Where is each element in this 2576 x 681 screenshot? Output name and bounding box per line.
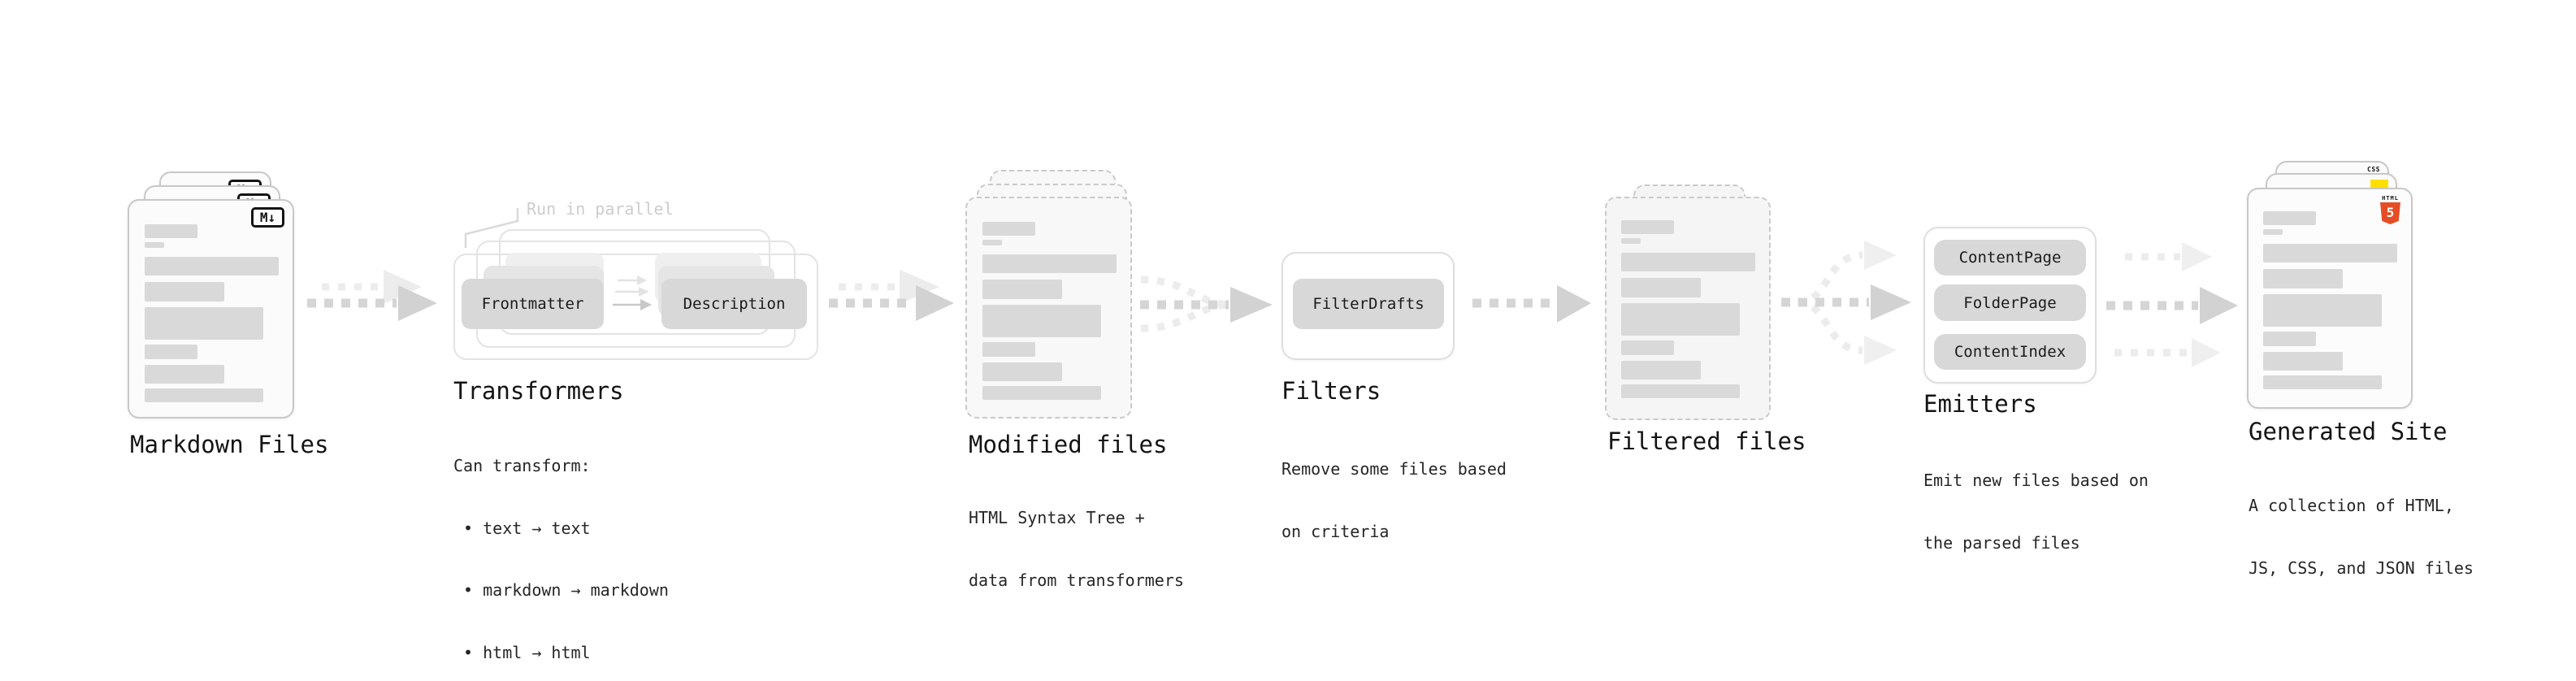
desc-line: • markdown → markdown [453, 580, 669, 600]
skeleton-text-lines [145, 224, 279, 402]
emitter-box-folderpage: FolderPage [1934, 284, 2086, 321]
desc-line: • html → html [453, 642, 591, 662]
node-title-modified-files: Modified files [969, 431, 1168, 458]
desc-line: Can transform: [453, 456, 591, 475]
node-desc-filters: Remove some files based on criteria [1281, 418, 1507, 583]
markdown-icon: M↓ [251, 207, 284, 228]
node-desc-generated-site: A collection of HTML, JS, CSS, and JSON … [2249, 454, 2474, 620]
arrow-transformers-to-modified [829, 270, 954, 321]
node-desc-emitters: Emit new files based on the parsed files [1923, 429, 2149, 595]
skeleton-text-lines [2263, 211, 2397, 389]
node-title-generated-site: Generated Site [2249, 418, 2448, 445]
arrow-filtered-to-emitters [1781, 241, 1911, 365]
desc-line: HTML Syntax Tree + [969, 508, 1145, 527]
emitter-box-contentpage: ContentPage [1934, 240, 2086, 275]
node-desc-modified-files: HTML Syntax Tree + data from transformer… [969, 466, 1184, 632]
node-title-markdown-files: Markdown Files [130, 431, 329, 458]
desc-line: • text → text [453, 518, 591, 538]
node-desc-transformers: Can transform: • text → text • markdown … [453, 414, 669, 681]
node-title-emitters: Emitters [1923, 390, 2037, 418]
desc-line: JS, CSS, and JSON files [2249, 557, 2474, 578]
arrow-filters-to-filtered [1472, 285, 1591, 323]
desc-line: on criteria [1281, 521, 1390, 541]
file-card [965, 197, 1132, 419]
transformer-box-description: Description [661, 279, 807, 329]
transformer-box-frontmatter: Frontmatter [462, 279, 604, 329]
html5-icon-shield: 5 [2380, 202, 2400, 224]
filters-container: FilterDrafts [1281, 252, 1455, 360]
filter-box-filterdrafts: FilterDrafts [1293, 279, 1444, 329]
css-icon-label: CSS [2367, 166, 2380, 173]
file-card: HTML 5 [2247, 188, 2413, 409]
parallel-transform-arrows [613, 275, 652, 310]
desc-line: data from transformers [969, 570, 1184, 590]
run-in-parallel-leader-line [464, 208, 519, 248]
desc-line: Remove some files based [1281, 459, 1507, 479]
file-card [1605, 197, 1771, 420]
desc-line: the parsed files [1923, 532, 2080, 553]
html5-icon: HTML 5 [2379, 195, 2401, 224]
emitters-container: ContentPage FolderPage ContentIndex [1923, 227, 2097, 384]
run-in-parallel-label: Run in parallel [527, 199, 674, 219]
html5-icon-label: HTML [2382, 195, 2399, 202]
file-card: M↓ [128, 199, 294, 419]
node-title-transformers: Transformers [453, 377, 624, 405]
node-title-filters: Filters [1281, 377, 1381, 405]
arrow-emitters-to-generated [2106, 242, 2238, 367]
arrow-modified-to-filters [1140, 275, 1273, 332]
desc-line: A collection of HTML, [2249, 496, 2454, 515]
node-title-filtered-files: Filtered files [1607, 427, 1806, 455]
skeleton-text-lines [1621, 220, 1755, 398]
arrow-markdown-to-transformers [307, 270, 437, 321]
skeleton-text-lines [982, 222, 1117, 400]
desc-line: Emit new files based on [1923, 471, 2149, 490]
transformer-container [453, 254, 818, 360]
emitter-box-contentindex: ContentIndex [1934, 334, 2086, 370]
